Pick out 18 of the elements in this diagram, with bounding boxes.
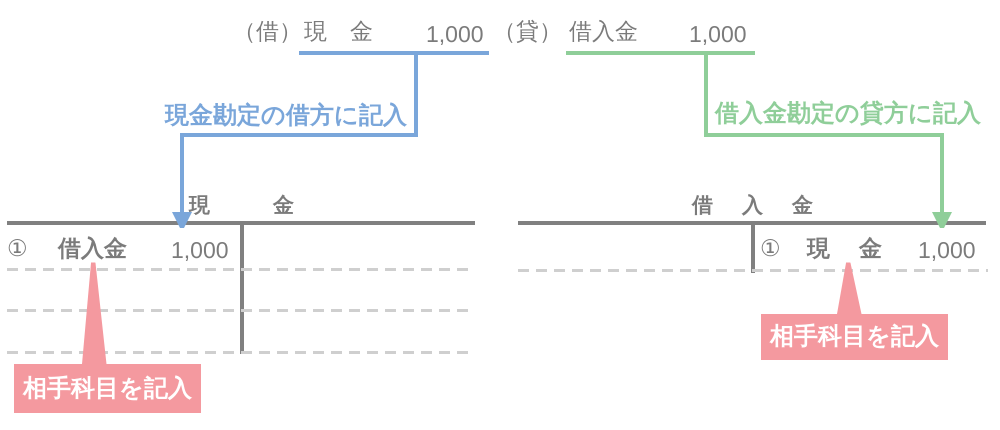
callout-pointer: [82, 262, 106, 364]
amount: 1,000: [426, 23, 484, 46]
account-name: 借入金: [58, 237, 127, 260]
amount: 1,000: [171, 239, 229, 262]
amount: 1,000: [689, 23, 747, 46]
entry-number: ①: [7, 237, 28, 260]
entry-number: ①: [760, 237, 781, 260]
debit-label: （借）: [233, 20, 302, 43]
edge-label: 借入金勘定の貸方に記入: [715, 102, 981, 126]
amount: 1,000: [918, 239, 976, 262]
account-name: 借入金: [569, 20, 638, 43]
account-title: 現 金: [189, 195, 294, 216]
edge-label: 現金勘定の借方に記入: [165, 104, 407, 128]
callout-pointer: [836, 262, 862, 314]
account-name: 現 金: [304, 20, 373, 43]
credit-label: （貸）: [493, 20, 562, 43]
account-title: 借 入 金: [692, 195, 813, 216]
account-name: 現 金: [807, 237, 882, 260]
